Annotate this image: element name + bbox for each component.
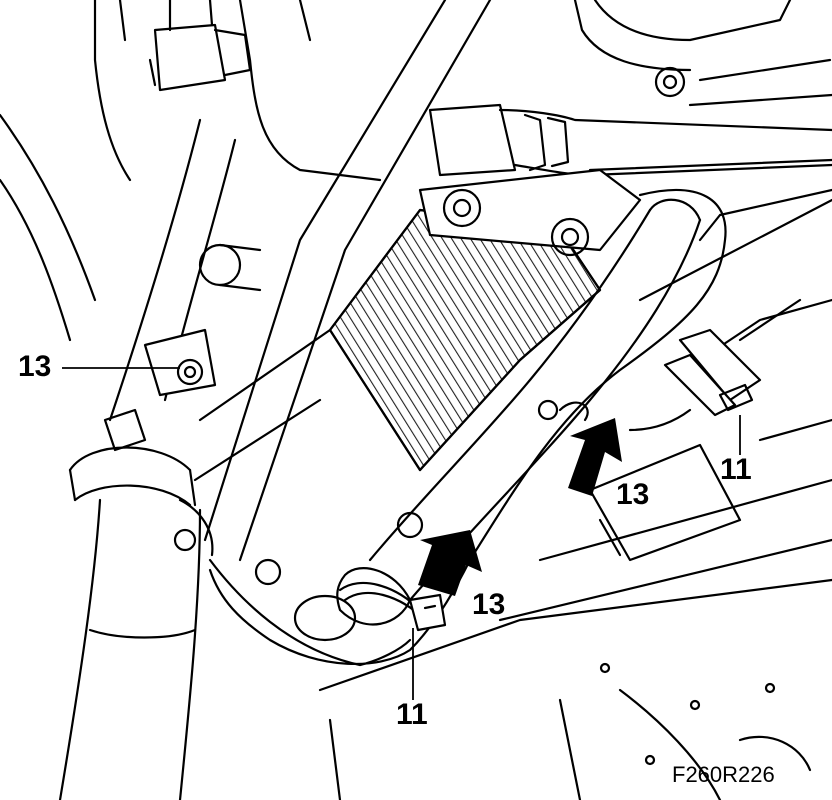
callout-11-right: 11: [720, 453, 752, 486]
relay-block: [588, 443, 742, 562]
wiring-harness: [208, 188, 727, 666]
right-electrical-connector: [628, 298, 802, 432]
hose-clip: [408, 593, 447, 632]
callout-13-left: 13: [18, 350, 52, 383]
callout-11-bottom: 11: [396, 698, 428, 731]
mounting-bracket: [418, 168, 642, 257]
upper-arrow: [568, 418, 622, 496]
callout-13-lower-arrow: 13: [472, 588, 506, 621]
left-large-hose: [58, 408, 214, 800]
cooler-core: [193, 208, 602, 482]
panel-holes: [599, 662, 776, 766]
diagonal-strut: [203, 0, 492, 562]
left-bracket-bolt: [143, 243, 262, 397]
lower-arrow: [418, 530, 482, 596]
figure-reference: F260R226: [672, 762, 775, 787]
coolant-hose: [336, 198, 702, 626]
hose-screws: [396, 66, 686, 539]
top-electrical-connector: [148, 0, 252, 92]
hose-flange-plate: [208, 558, 412, 667]
direction-arrows: [418, 418, 622, 596]
callout-leaders: [62, 367, 741, 700]
callout-13-upper-arrow: 13: [616, 478, 650, 511]
